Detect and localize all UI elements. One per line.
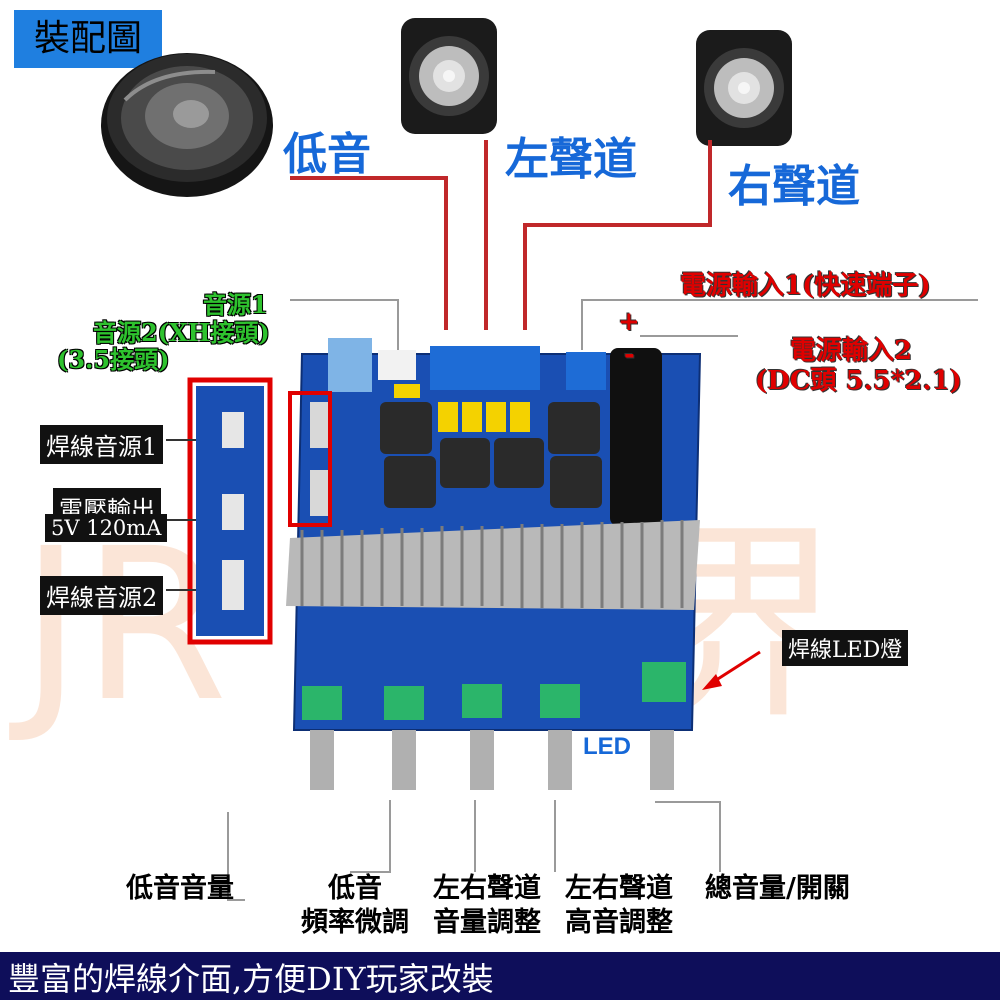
right-speaker-icon <box>696 30 792 146</box>
lr-volume-line2: 音量調整 <box>433 907 541 938</box>
bass-frequency-line2: 頻率微調 <box>301 907 409 938</box>
title-badge: 裝配圖 <box>14 10 162 68</box>
bass-frequency-line1: 低音 <box>328 873 382 904</box>
lr-treble-line1: 左右聲道 <box>565 873 673 904</box>
power-input-2-sub-label: (DC頭 5.5*2.1) <box>755 366 962 396</box>
bottom-banner <box>0 952 1000 1000</box>
lr-treble-label: 左右聲道 高音調整 <box>556 872 682 940</box>
audio-source-2-label: 音源2(XH接頭) <box>93 318 270 347</box>
lr-treble-line2: 高音調整 <box>565 907 673 938</box>
power-input-2-label: 電源輸入2 <box>790 336 913 366</box>
voltage-output-spec: 5V 120mA <box>45 514 168 542</box>
left-speaker-icon <box>401 18 497 134</box>
bass-volume-label: 低音音量 <box>126 873 234 904</box>
minus-symbol: - <box>624 340 635 370</box>
right-channel-label: 右聲道 <box>728 161 860 212</box>
lr-volume-line1: 左右聲道 <box>433 873 541 904</box>
woofer-speaker-icon <box>101 53 273 197</box>
left-channel-label: 左聲道 <box>505 134 637 185</box>
amplifier-board <box>286 338 702 790</box>
led-text: LED <box>583 733 631 760</box>
solder-source-1-label: 焊線音源1 <box>40 425 164 464</box>
power-input-1-label: 電源輸入1(快速端子) <box>680 271 931 301</box>
plus-symbol: + <box>618 307 640 337</box>
bass-speaker-label: 低音 <box>283 129 371 180</box>
banner-text: 豐富的焊線介面,方便DIY玩家改裝 <box>8 960 494 998</box>
solder-led-label: 焊線LED燈 <box>782 630 909 666</box>
solder-source-2-label: 焊線音源2 <box>40 576 164 615</box>
audio-source-1-label: 音源1 <box>203 290 268 319</box>
lr-volume-label: 左右聲道 音量調整 <box>424 872 550 940</box>
bass-frequency-label: 低音 頻率微調 <box>292 872 418 940</box>
master-volume-label: 總音量/開關 <box>705 873 850 904</box>
audio-source-2-sub-label: (3.5接頭) <box>57 345 170 374</box>
